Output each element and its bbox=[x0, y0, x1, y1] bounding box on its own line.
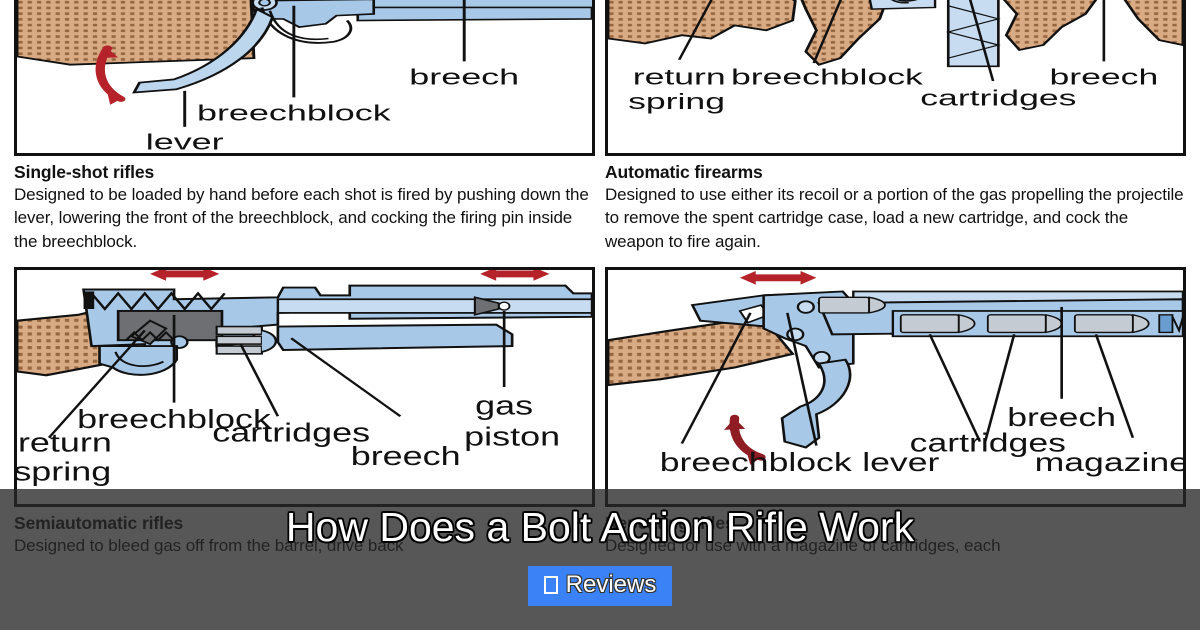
label-breech: breech bbox=[1049, 65, 1158, 90]
semiautomatic-artwork: breechblock cartridges gas piston return… bbox=[17, 270, 592, 504]
label-cartridges: cartridges bbox=[212, 418, 370, 448]
label-spring: spring bbox=[628, 89, 725, 114]
label-breech: breech bbox=[409, 65, 519, 89]
label-breechblock: breechblock bbox=[660, 448, 852, 477]
label-cartridges: cartridges bbox=[920, 86, 1076, 111]
label-breechblock: breechblock bbox=[77, 404, 271, 434]
label-magazine: magazine bbox=[1035, 448, 1183, 477]
figure-single-shot: breech breechblock lever bbox=[14, 0, 595, 156]
label-spring: spring bbox=[17, 457, 111, 487]
missing-glyph-box-icon bbox=[543, 576, 558, 594]
entry-automatic: return spring breechblock cartridges bre… bbox=[605, 0, 1186, 255]
single-shot-artwork: breech breechblock lever bbox=[17, 0, 592, 153]
automatic-artwork: return spring breechblock cartridges bre… bbox=[608, 0, 1183, 153]
label-breechblock: breechblock bbox=[197, 101, 391, 125]
repeating-artwork: breech breechblock lever cartridges maga… bbox=[608, 270, 1183, 504]
caption-heading: Automatic firearms bbox=[605, 162, 763, 182]
label-return: return bbox=[633, 65, 726, 90]
label-cartridges: cartridges bbox=[910, 428, 1066, 457]
dark-overlay-band bbox=[0, 489, 1200, 630]
figure-automatic: return spring breechblock cartridges bre… bbox=[605, 0, 1186, 156]
figure-semiautomatic: breechblock cartridges gas piston return… bbox=[14, 267, 595, 508]
entry-single-shot: breech breechblock lever Single-shot rif… bbox=[14, 0, 595, 255]
caption-heading: Single-shot rifles bbox=[14, 162, 155, 182]
label-breechblock: breechblock bbox=[731, 65, 923, 90]
reviews-button-wrap: Reviews bbox=[0, 566, 1200, 606]
label-gas: gas bbox=[475, 390, 533, 420]
reviews-button[interactable]: Reviews bbox=[527, 566, 673, 606]
label-lever: lever bbox=[862, 448, 939, 477]
label-lever: lever bbox=[146, 130, 224, 153]
label-breech: breech bbox=[351, 441, 461, 471]
figure-repeating: breech breechblock lever cartridges maga… bbox=[605, 267, 1186, 508]
caption-single-shot: Single-shot rifles Designed to be loaded… bbox=[14, 156, 595, 255]
label-breech: breech bbox=[1007, 403, 1116, 432]
caption-automatic: Automatic firearms Designed to use eithe… bbox=[605, 156, 1186, 255]
caption-body: Designed to be loaded by hand before eac… bbox=[14, 185, 589, 251]
reviews-button-label: Reviews bbox=[565, 571, 657, 598]
label-return: return bbox=[18, 427, 112, 457]
label-piston: piston bbox=[464, 422, 560, 452]
caption-body: Designed to use either its recoil or a p… bbox=[605, 185, 1184, 251]
